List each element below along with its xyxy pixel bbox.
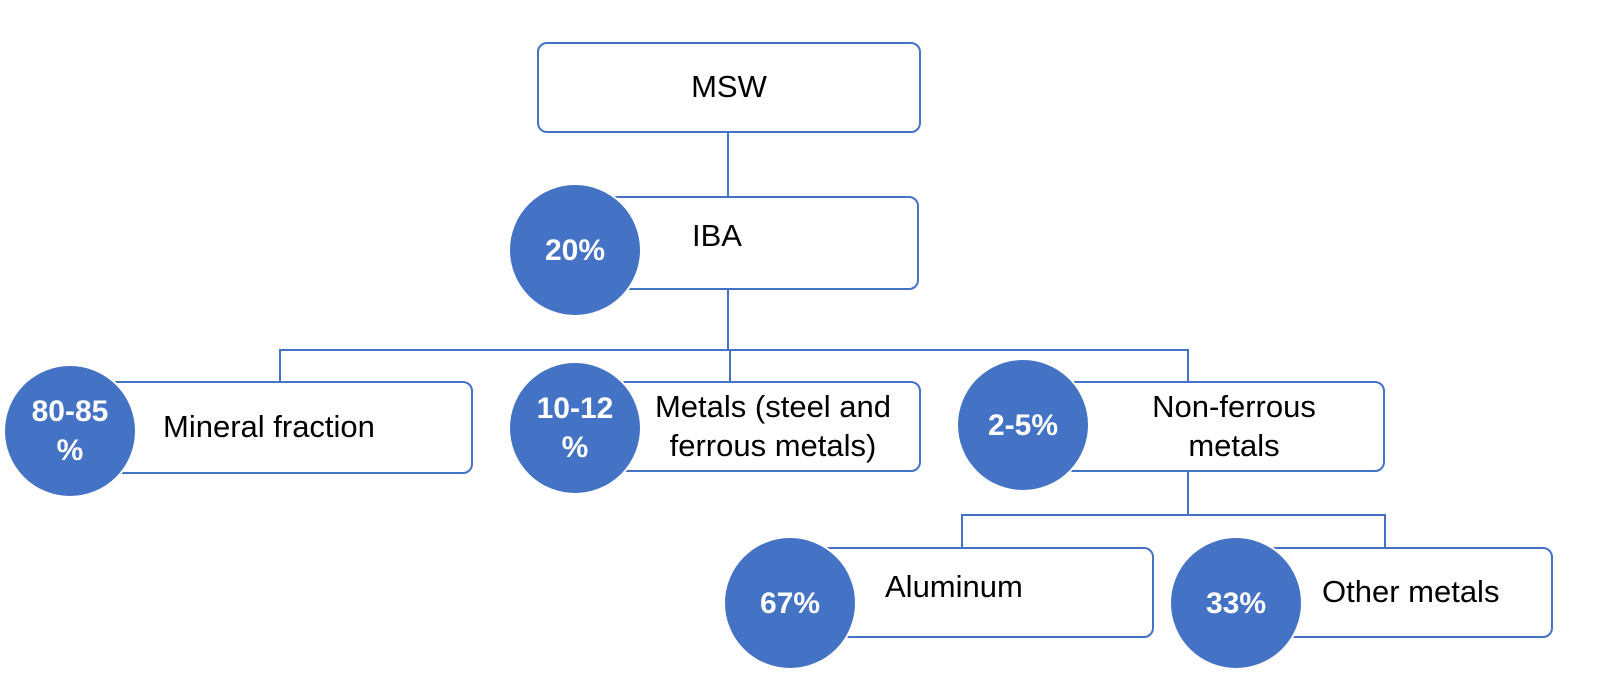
connector: [727, 132, 729, 196]
connector: [1384, 514, 1386, 548]
node-label: Metals (steel and ferrous metals): [654, 388, 892, 463]
percent-value: 80-85 %: [31, 395, 109, 467]
percent-value: 20%: [544, 233, 606, 267]
connector: [727, 289, 729, 351]
connector: [961, 514, 1386, 516]
node-label: MSW: [691, 69, 767, 105]
connector: [279, 349, 1189, 351]
connector: [279, 349, 281, 382]
percent-badge-non-ferrous: 2-5%: [956, 358, 1090, 492]
connector: [1187, 471, 1189, 516]
percent-badge-aluminum: 67%: [723, 536, 857, 670]
node-mineral-fraction: Mineral fraction: [95, 381, 473, 474]
node-label: Mineral fraction: [163, 409, 375, 445]
percent-value: 10-12 %: [536, 392, 614, 464]
percent-value: 33%: [1205, 586, 1267, 620]
node-label: Non-ferrous metals: [1152, 388, 1316, 463]
connector: [729, 349, 731, 382]
node-label: Aluminum: [885, 569, 1023, 605]
connector: [961, 514, 963, 548]
node-metals: Metals (steel and ferrous metals): [595, 381, 921, 472]
percent-badge-mineral: 80-85 %: [3, 364, 137, 498]
percent-value: 2-5%: [987, 408, 1059, 442]
node-label: Other metals: [1322, 574, 1500, 610]
node-iba: IBA: [605, 196, 919, 290]
percent-badge-metals: 10-12 %: [508, 361, 642, 495]
percent-badge-iba: 20%: [508, 183, 642, 317]
connector: [1187, 349, 1189, 382]
percent-badge-other-metals: 33%: [1169, 536, 1303, 670]
node-label: IBA: [692, 217, 742, 253]
percent-value: 67%: [759, 586, 821, 620]
node-msw: MSW: [537, 42, 921, 133]
node-aluminum: Aluminum: [808, 547, 1154, 638]
node-non-ferrous-metals: Non-ferrous metals: [1043, 381, 1385, 472]
